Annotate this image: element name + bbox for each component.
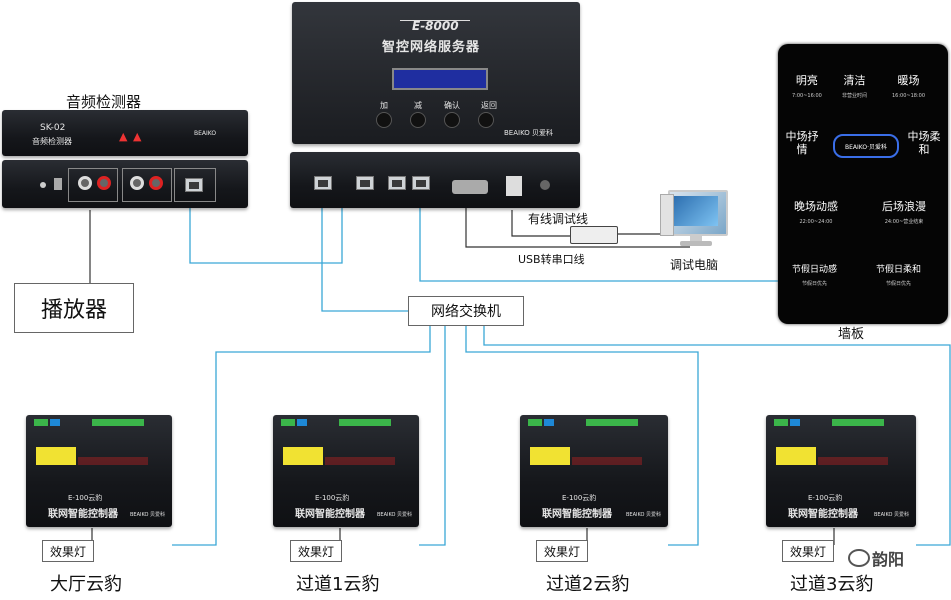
rca-output-white[interactable]: [130, 176, 144, 190]
mode-clean[interactable]: 清洁非营业时间: [842, 74, 868, 99]
wired-debug-cable-label: 有线调试线: [528, 212, 589, 226]
controller-1-brand: BEAIKO 贝爱科: [130, 512, 166, 518]
effect-light-4: 效果灯: [782, 540, 834, 562]
audio-detector-name: 音频检测器: [32, 137, 72, 146]
audio-detector-brand: BEAIKO: [194, 130, 217, 137]
panel-logo: BEAIKO·贝爱科: [833, 134, 899, 158]
warning-icon-2: ▲: [133, 130, 142, 143]
server-button-add[interactable]: [376, 112, 392, 128]
network-switch-label: 网络交换机: [431, 304, 501, 320]
controller-3-name: 联网智能控制器: [542, 509, 612, 520]
controller-3: E-100云豹 联网智能控制器 BEAIKO 贝爱科: [520, 415, 668, 527]
controller-2-yellow-label: [283, 447, 323, 465]
wall-panel-label: 墙板: [838, 327, 865, 342]
server-button-sub[interactable]: [410, 112, 426, 128]
server-port-3[interactable]: [388, 176, 406, 190]
controller-2-name: 联网智能控制器: [295, 509, 365, 520]
line-switch-to-ctrl4: [483, 326, 951, 546]
controller-4-yellow-label: [776, 447, 816, 465]
controller-2-location: 过道1云豹: [296, 574, 380, 595]
effect-light-3: 效果灯: [536, 540, 588, 562]
server-btn-label-ok: 确认: [444, 101, 460, 110]
mode-holiday-soft[interactable]: 节假日柔和节假日优先: [876, 265, 922, 287]
audio-detector-title: 音频检测器: [66, 93, 142, 111]
line-server-to-panel: [419, 195, 780, 282]
line-switch-to-ctrl1: [172, 326, 431, 546]
controller-4-name: 联网智能控制器: [788, 509, 858, 520]
server-front: E-8000 智控网络服务器 加 减 确认 返回 BEAIKO 贝爱科: [292, 2, 580, 144]
server-port-4[interactable]: [412, 176, 430, 190]
effect-light-2: 效果灯: [290, 540, 342, 562]
server-btn-label-back: 返回: [481, 101, 497, 110]
controller-4: E-100云豹 联网智能控制器 BEAIKO 贝爱科: [766, 415, 916, 527]
usb-port[interactable]: [506, 176, 522, 196]
controller-4-location: 过道3云豹: [790, 574, 874, 595]
mode-mid-lyric[interactable]: 中场抒情: [785, 130, 819, 156]
player-label: 播放器: [40, 298, 107, 323]
audio-detector-front: SK-02 音频检测器 ▲ ▲ BEAIKO: [2, 110, 248, 156]
server-lcd: [392, 68, 488, 90]
server-name: 智控网络服务器: [382, 40, 481, 55]
controller-3-brand: BEAIKO 贝爱科: [626, 512, 662, 518]
controller-2-model: E-100云豹: [315, 494, 350, 502]
line-server-to-switch: [321, 200, 408, 312]
effect-light-1: 效果灯: [42, 540, 94, 562]
controller-2-brand: BEAIKO 贝爱科: [377, 512, 413, 518]
mode-mid-soft[interactable]: 中场柔和: [907, 130, 941, 156]
line-switch-to-ctrl3: [465, 326, 699, 546]
server-brand: BEAIKO 贝爱科: [504, 129, 554, 137]
line-wired-debug: [511, 210, 572, 237]
player-box: 播放器: [14, 283, 134, 333]
wechat-icon: [848, 549, 870, 567]
line-detector-to-server: [189, 193, 343, 264]
audio-detector-rear: [2, 160, 248, 208]
line-switch-to-ctrl2: [419, 326, 446, 546]
serial-port[interactable]: [452, 180, 488, 194]
network-switch-box: 网络交换机: [408, 296, 524, 326]
usb-serial-cable-label: USB转串口线: [518, 253, 585, 266]
line-usb-serial: [465, 198, 690, 248]
mode-holiday-dynamic[interactable]: 节假日动感节假日优先: [792, 265, 838, 287]
controller-2: E-100云豹 联网智能控制器 BEAIKO 贝爱科: [273, 415, 419, 527]
controller-4-model: E-100云豹: [808, 494, 843, 502]
server-rear: [290, 152, 580, 208]
controller-1-yellow-label: [36, 447, 76, 465]
rca-input-red[interactable]: [97, 176, 111, 190]
controller-1-model: E-100云豹: [68, 494, 103, 502]
warning-icon: ▲: [119, 130, 128, 143]
debug-pc-icon: [660, 186, 730, 248]
audio-detector-model: SK-02: [40, 123, 66, 133]
server-model: E-8000: [412, 19, 459, 33]
server-button-back[interactable]: [478, 112, 494, 128]
controller-4-brand: BEAIKO 贝爱科: [874, 512, 910, 518]
server-port-1[interactable]: [314, 176, 332, 190]
debug-pc-label: 调试电脑: [670, 258, 719, 272]
server-button-ok[interactable]: [444, 112, 460, 128]
server-port-2[interactable]: [356, 176, 374, 190]
controller-1-name: 联网智能控制器: [48, 509, 118, 520]
server-btn-label-add: 加: [380, 101, 388, 110]
controller-3-location: 过道2云豹: [546, 574, 630, 595]
detector-ethernet-port[interactable]: [185, 178, 203, 192]
controller-3-yellow-label: [530, 447, 570, 465]
server-btn-label-sub: 减: [414, 101, 422, 110]
controller-1-location: 大厅云豹: [50, 574, 122, 595]
debug-cable-plug: [570, 226, 618, 244]
controller-1: E-100云豹 联网智能控制器 BEAIKO 贝爱科: [26, 415, 172, 527]
rca-output-red[interactable]: [149, 176, 163, 190]
watermark-text: 韵阳: [872, 550, 905, 569]
controller-3-model: E-100云豹: [562, 494, 597, 502]
rca-input-white[interactable]: [78, 176, 92, 190]
